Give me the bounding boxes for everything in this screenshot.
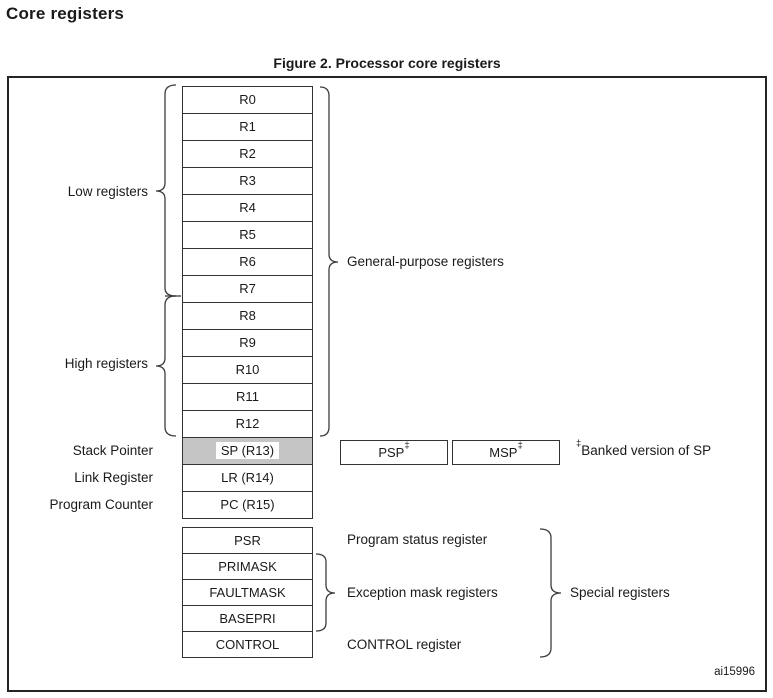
banked-note-text: Banked version of SP	[581, 443, 712, 458]
sp-cell-label: SP (R13)	[215, 442, 280, 459]
psp-box: PSP‡	[340, 440, 448, 465]
exception-mask-label: Exception mask registers	[347, 585, 498, 600]
figure-frame	[7, 76, 767, 692]
register-cell-basepri: BASEPRI	[183, 606, 312, 632]
msp-box: MSP‡	[452, 440, 560, 465]
program-counter-label: Program Counter	[49, 497, 153, 512]
register-cell-r0: R0	[183, 87, 312, 114]
register-cell-pc: PC (R15)	[183, 492, 312, 518]
link-register-label: Link Register	[74, 470, 153, 485]
register-cell-r5: R5	[183, 222, 312, 249]
register-cell-r2: R2	[183, 141, 312, 168]
figure-code: ai15996	[714, 666, 755, 678]
register-cell-r10: R10	[183, 357, 312, 384]
section-heading: Core registers	[6, 4, 125, 23]
core-register-column: R0 R1 R2 R3 R4 R5 R6 R7 R8 R9 R10 R11 R1…	[182, 86, 313, 519]
program-status-label: Program status register	[347, 532, 488, 547]
special-registers-label: Special registers	[570, 585, 670, 600]
banked-note: ‡Banked version of SP	[576, 438, 712, 459]
psp-label: PSP	[378, 445, 405, 460]
control-register-label: CONTROL register	[347, 637, 462, 652]
general-purpose-label: General-purpose registers	[347, 254, 504, 269]
register-cell-r8: R8	[183, 303, 312, 330]
register-cell-psr: PSR	[183, 528, 312, 554]
register-cell-r3: R3	[183, 168, 312, 195]
register-cell-primask: PRIMASK	[183, 554, 312, 580]
register-cell-control: CONTROL	[183, 632, 312, 657]
figure-caption: Figure 2. Processor core registers	[273, 55, 501, 71]
psp-dagger: ‡	[404, 439, 410, 451]
register-cell-r9: R9	[183, 330, 312, 357]
register-cell-lr: LR (R14)	[183, 465, 312, 492]
high-registers-label: High registers	[64, 356, 148, 371]
register-cell-faultmask: FAULTMASK	[183, 580, 312, 606]
register-cell-r6: R6	[183, 249, 312, 276]
register-cell-r4: R4	[183, 195, 312, 222]
register-cell-r7: R7	[183, 276, 312, 303]
register-cell-r1: R1	[183, 114, 312, 141]
msp-dagger: ‡	[517, 439, 523, 451]
register-cell-sp: SP (R13)	[183, 438, 312, 465]
low-registers-label: Low registers	[67, 184, 148, 199]
msp-label: MSP	[489, 445, 518, 460]
stack-pointer-label: Stack Pointer	[72, 443, 153, 458]
special-register-column: PSR PRIMASK FAULTMASK BASEPRI CONTROL	[182, 527, 313, 658]
register-cell-r12: R12	[183, 411, 312, 438]
register-cell-r11: R11	[183, 384, 312, 411]
banked-note-dagger: ‡	[576, 437, 582, 449]
